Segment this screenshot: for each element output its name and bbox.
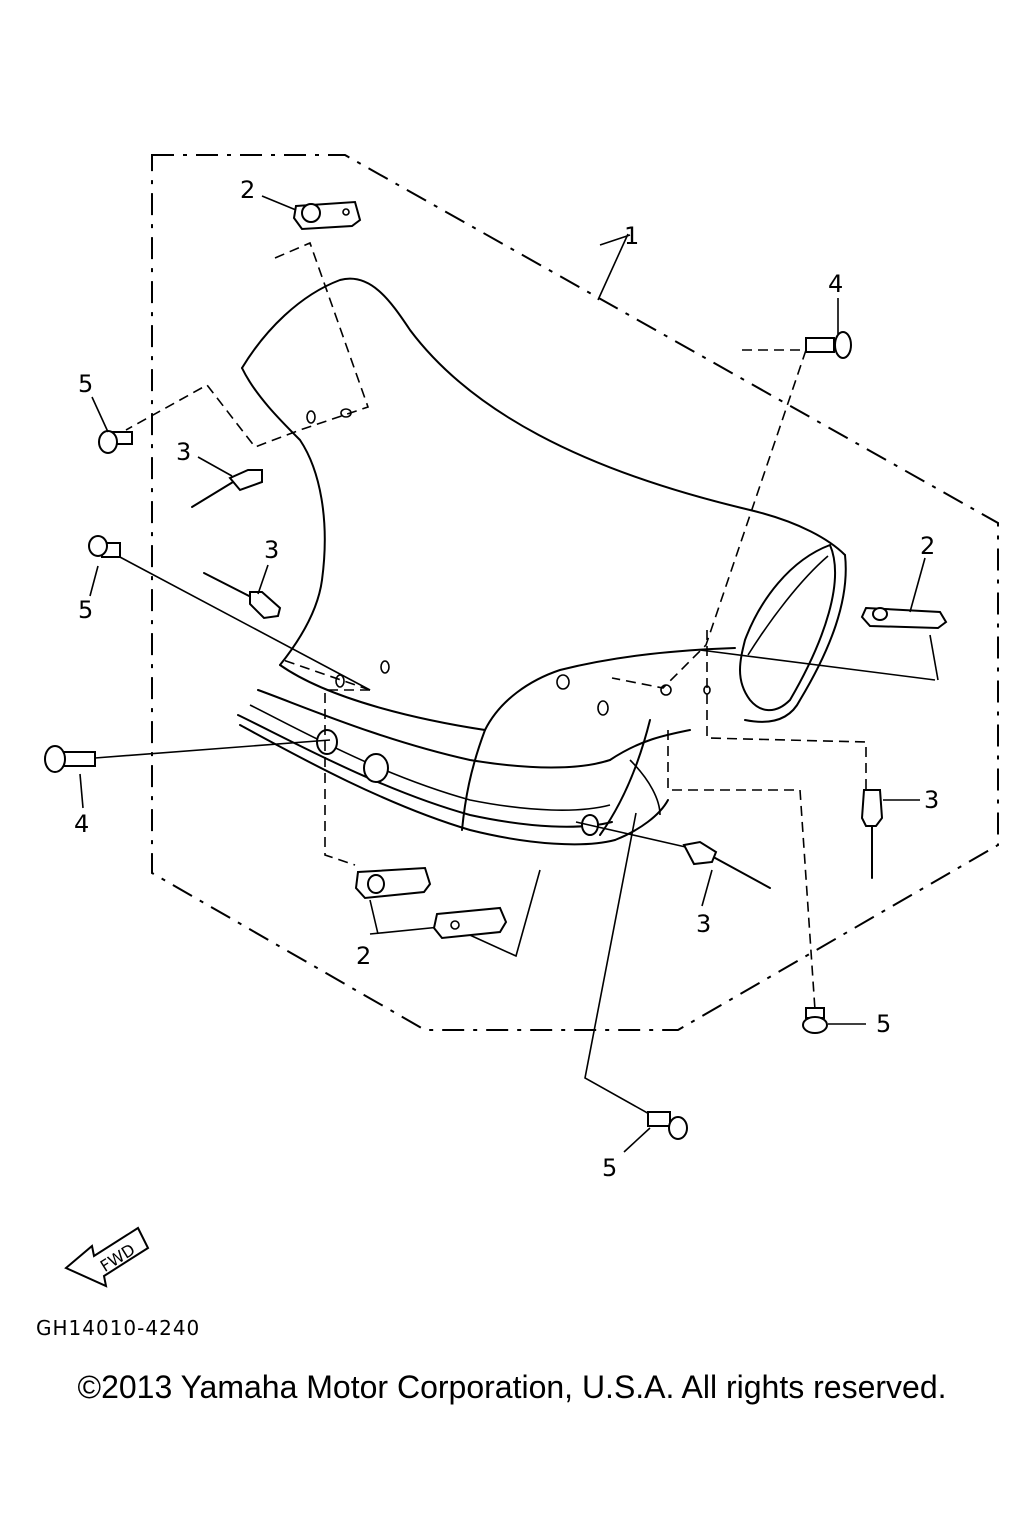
- rivet-part-3-a: [191, 469, 263, 508]
- bracket-part-2-bottom-b: [432, 906, 508, 940]
- callout-5-right: 5: [876, 1010, 891, 1038]
- bracket-part-2-top: [292, 200, 362, 231]
- bolt-part-4-left: [44, 745, 96, 773]
- bracket-part-2-right: [860, 606, 948, 630]
- callout-5-mid-left: 5: [78, 596, 93, 624]
- callout-2-top: 2: [240, 176, 255, 204]
- diagram-code: GH14010-4240: [36, 1316, 201, 1340]
- screw-part-5-c: [802, 1007, 828, 1034]
- assembly-boundary: [151, 154, 999, 1031]
- callout-3-bottom: 3: [696, 910, 711, 938]
- leader-lines: [94, 233, 939, 1121]
- screw-part-5-a: [98, 430, 133, 454]
- bolt-part-4-top: [805, 331, 852, 359]
- callout-leaders: [79, 195, 926, 1153]
- callout-3-right: 3: [924, 786, 939, 814]
- callout-2-bottom: 2: [356, 942, 371, 970]
- callout-1: 1: [624, 222, 639, 250]
- callout-2-right: 2: [920, 532, 935, 560]
- hood-shell-part: [237, 277, 847, 846]
- callout-3-top-left: 3: [176, 438, 191, 466]
- rivet-part-3-b: [203, 572, 282, 620]
- forward-arrow-icon: FWD: [64, 1226, 150, 1288]
- parts-diagram: FWD 1 2 2 2 3 3 3 3 4 4 5 5 5 5: [44, 154, 999, 1288]
- rivet-part-3-c: [682, 840, 771, 889]
- screw-part-5-b: [88, 535, 121, 558]
- callout-3-mid-left: 3: [264, 536, 279, 564]
- callout-5-top-left: 5: [78, 370, 93, 398]
- callout-4-left: 4: [74, 810, 89, 838]
- bracket-part-2-bottom-a: [354, 866, 432, 900]
- screw-part-5-d: [647, 1111, 688, 1140]
- callout-4-top: 4: [828, 270, 843, 298]
- callout-5-bottom: 5: [602, 1154, 617, 1182]
- copyright-notice: ©2013 Yamaha Motor Corporation, U.S.A. A…: [77, 1369, 947, 1405]
- rivet-part-3-d: [860, 789, 884, 879]
